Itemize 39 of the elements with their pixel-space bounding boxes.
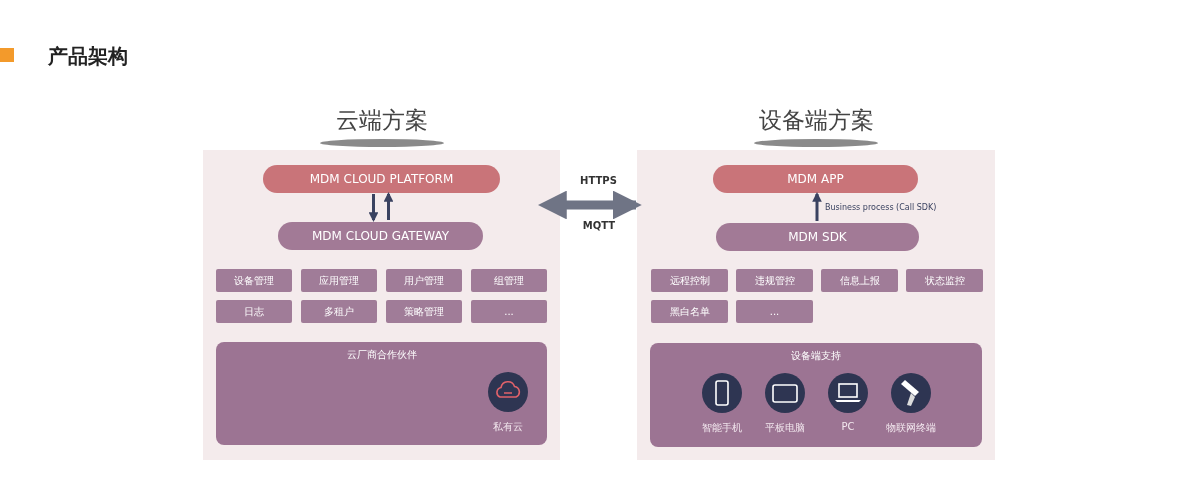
feature-tile: 日志: [216, 300, 292, 323]
feature-tile: 远程控制: [651, 269, 728, 292]
feature-tile: ...: [471, 300, 547, 323]
feature-tile: 信息上报: [821, 269, 898, 292]
solution-panel: [637, 105, 995, 460]
support-panel: [650, 343, 982, 447]
feature-tile: 组管理: [471, 269, 547, 292]
module-pill: MDM CLOUD GATEWAY: [278, 222, 483, 250]
feature-tile: 设备管理: [216, 269, 292, 292]
support-panel: [216, 342, 547, 445]
feature-tile: 用户管理: [386, 269, 462, 292]
icon-caption: 智能手机: [701, 421, 743, 435]
icon-caption: PC: [840, 421, 856, 432]
feature-tile: 应用管理: [301, 269, 377, 292]
group-heading: 云厂商合作伙伴: [345, 348, 418, 362]
edge-label: HTTPS: [579, 175, 618, 186]
feature-tile: 状态监控: [906, 269, 983, 292]
arrow: [383, 192, 394, 220]
module-pill: MDM APP: [713, 165, 918, 193]
feature-tile: ...: [736, 300, 813, 323]
edge-label: Business process (Call SDK): [825, 202, 937, 212]
icon-caption: 平板电脑: [764, 421, 806, 435]
feature-tile: 黑白名单: [651, 300, 728, 323]
feature-tile: 违规管控: [736, 269, 813, 292]
arrow: [537, 190, 642, 220]
panel-heading: 设备端方案: [757, 106, 875, 135]
group-heading: 设备端支持: [790, 349, 842, 363]
page-title: 产品架构: [48, 43, 128, 70]
icon-caption: 物联网终端: [885, 421, 937, 435]
solution-panel: [203, 105, 560, 460]
feature-tile: 多租户: [301, 300, 377, 323]
arrow: [812, 192, 822, 221]
panel-heading: 云端方案: [334, 106, 429, 135]
module-pill: MDM SDK: [716, 223, 919, 251]
protocol-label: MQTT: [581, 220, 617, 231]
feature-tile: 策略管理: [386, 300, 462, 323]
icon-caption: 私有云: [492, 420, 524, 434]
arrow: [368, 194, 379, 222]
module-pill: MDM CLOUD PLATFORM: [263, 165, 500, 193]
